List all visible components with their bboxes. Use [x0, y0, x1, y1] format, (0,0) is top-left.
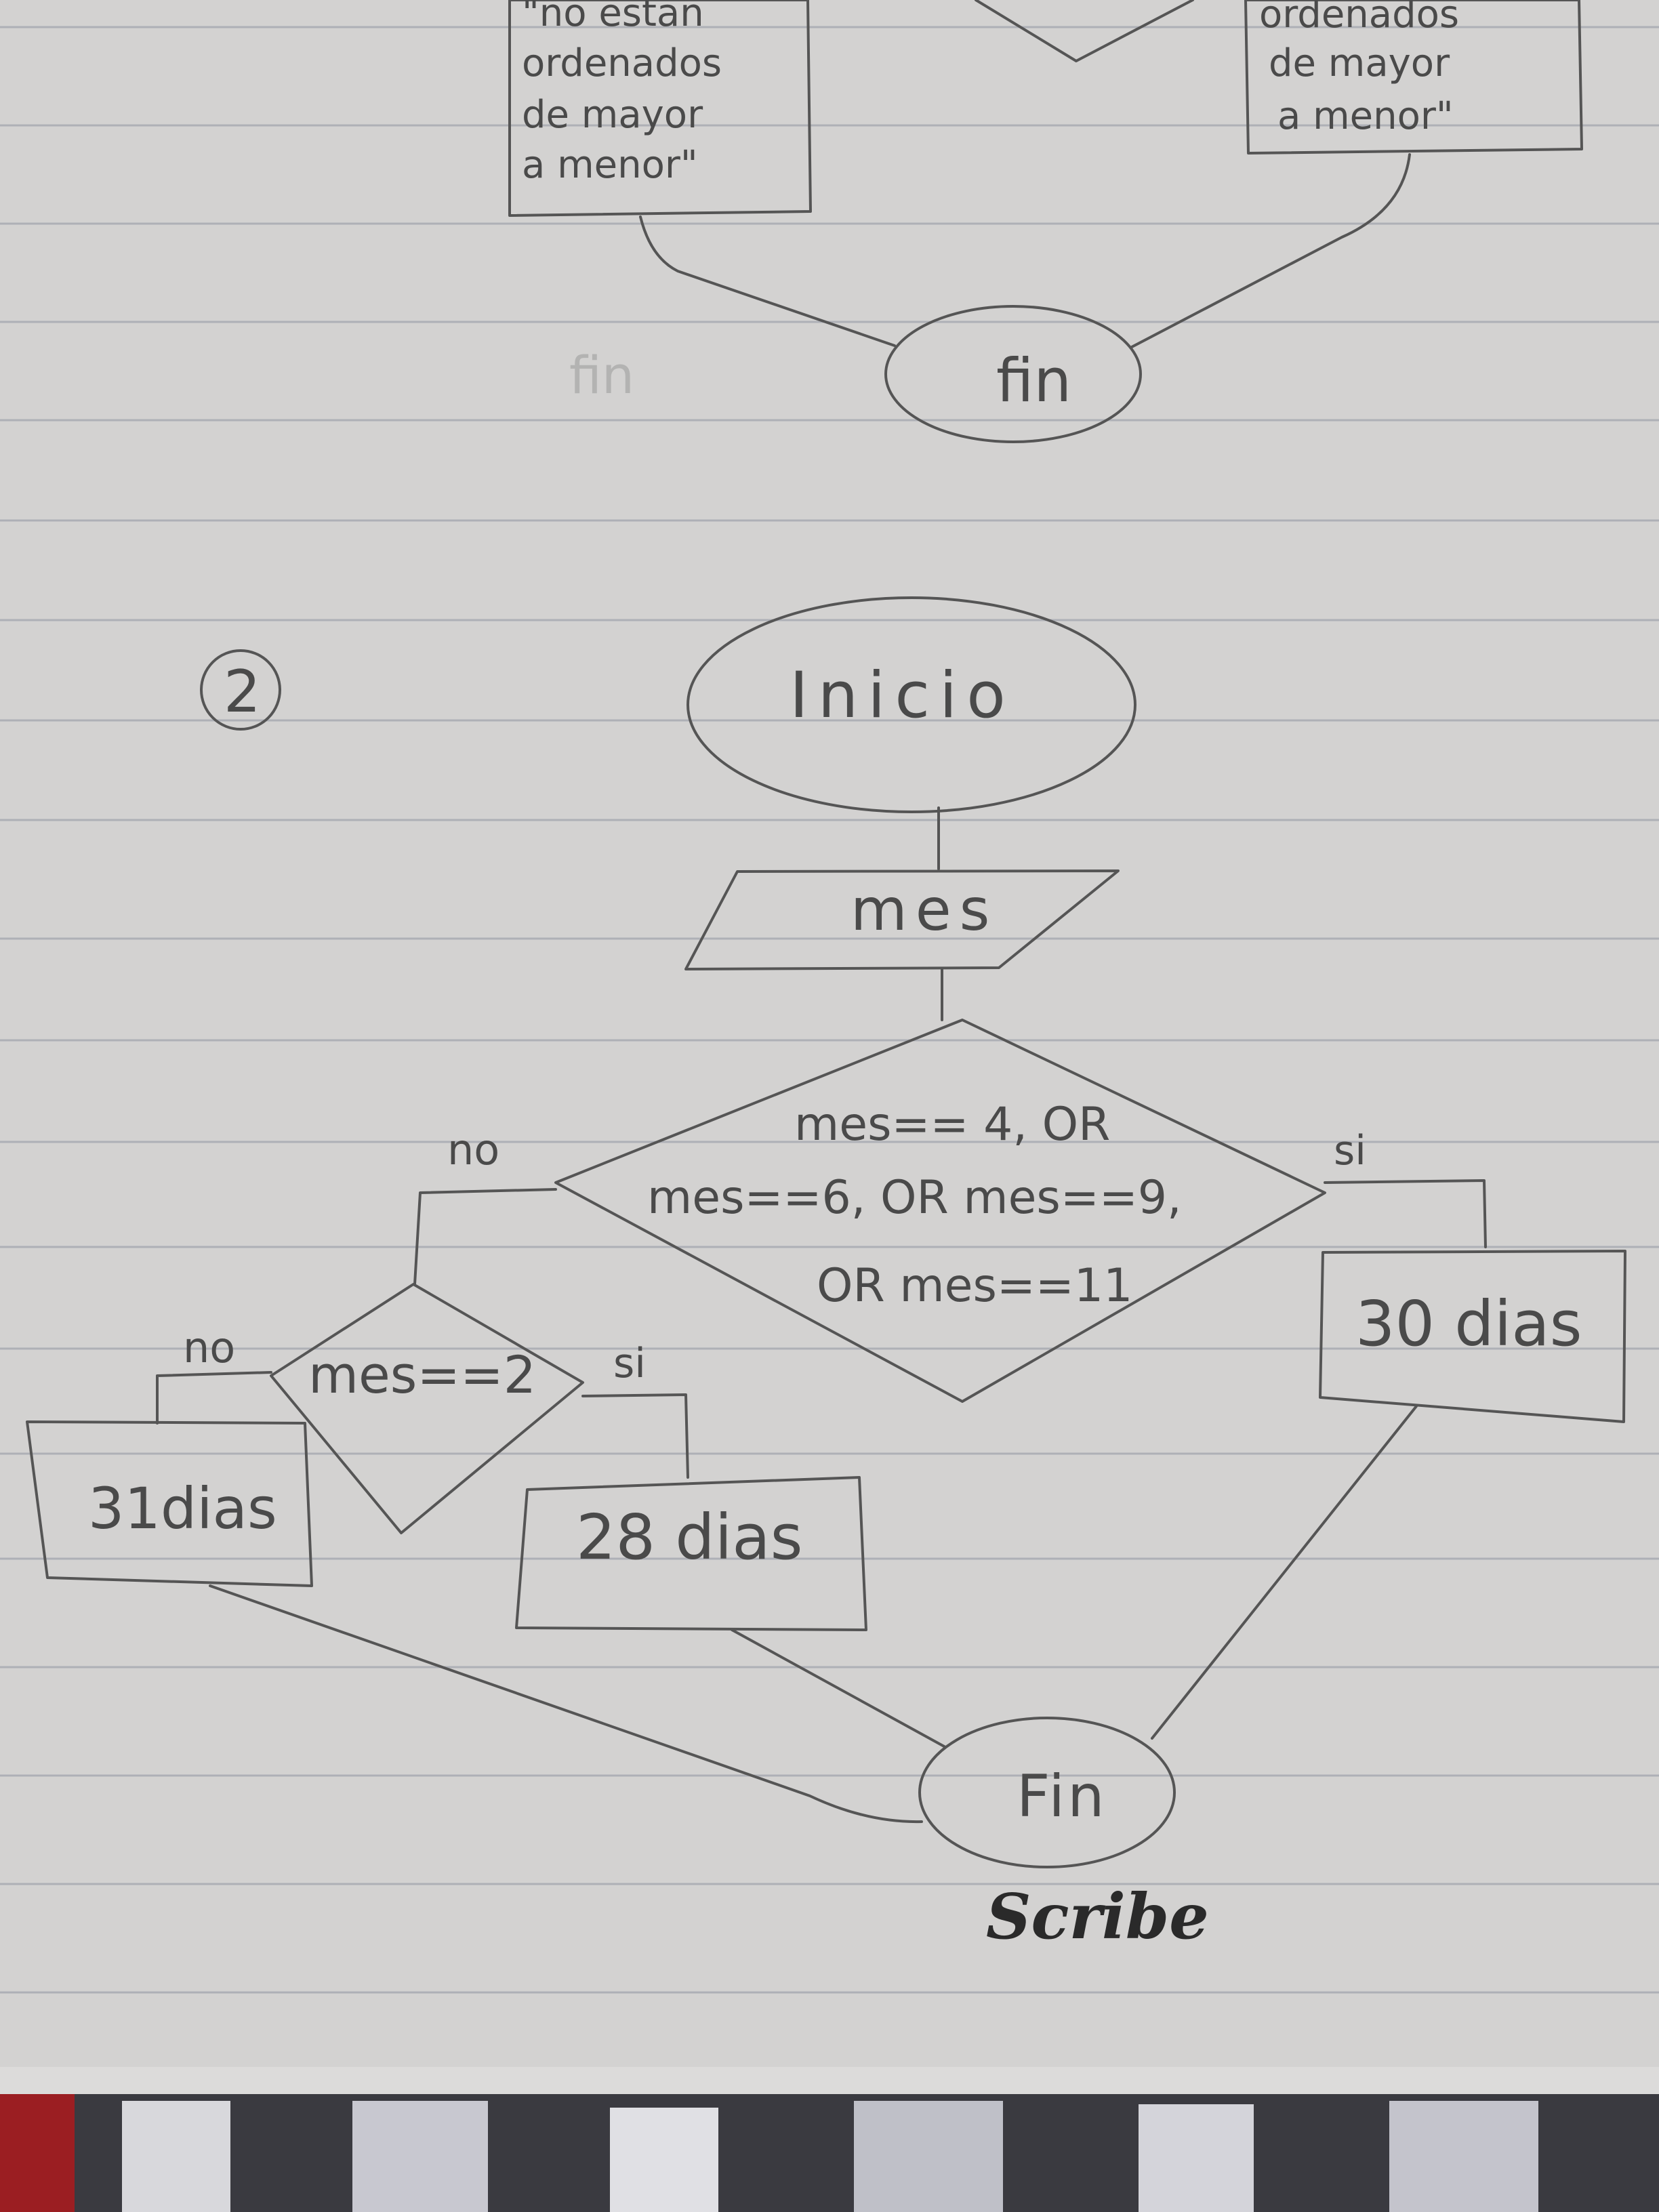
- top-left-connector: [639, 216, 896, 347]
- top-right-box-line-3: a menor": [1277, 94, 1454, 138]
- top-end-label: fin: [996, 346, 1071, 415]
- input-parallelogram: [684, 869, 1120, 970]
- top-end-terminal: [884, 305, 1142, 443]
- top-right-output-box: [1244, 0, 1583, 155]
- condition2-label: mes==2: [308, 1345, 536, 1405]
- result-28-label: 28 dias: [576, 1501, 803, 1574]
- top-left-box-line-2: ordenados: [522, 41, 722, 85]
- result-31-label: 31dias: [88, 1475, 277, 1542]
- result-28-box: [515, 1476, 867, 1631]
- connector-decision1-no: [413, 1188, 557, 1286]
- input-label: mes: [851, 876, 998, 944]
- paper-edge: [0, 2067, 1659, 2094]
- top-left-box-line-3: de mayor: [522, 93, 703, 137]
- decision-diamond-1: [554, 1019, 1326, 1403]
- fabric-background: [0, 2094, 1659, 2212]
- connector-30-fin: [1151, 1405, 1418, 1740]
- start-terminal: [687, 596, 1136, 813]
- condition1-line-2: mes==6, OR mes==9,: [647, 1171, 1182, 1225]
- decision2-no-label: no: [183, 1323, 235, 1372]
- decision1-si-label: si: [1334, 1127, 1366, 1174]
- top-decision-tip: [975, 0, 1194, 62]
- top-right-box-line-1: ordenados: [1259, 0, 1459, 37]
- ruled-lines: [0, 26, 1659, 1994]
- decision2-si-label: si: [613, 1340, 646, 1387]
- connector-28-fin: [731, 1629, 947, 1748]
- problem-number-badge: 2: [200, 649, 281, 731]
- condition1-line-1: mes== 4, OR: [794, 1098, 1110, 1151]
- problem-number: 2: [224, 658, 261, 726]
- connector-decision2-yes: [581, 1393, 689, 1479]
- connector-31-fin: [209, 1584, 923, 1824]
- result-30-box: [1319, 1250, 1626, 1423]
- result-30-label: 30 dias: [1355, 1288, 1582, 1360]
- connector-decision1-yes: [1324, 1179, 1487, 1248]
- scribe-brand-logo: Scribe: [986, 1880, 1209, 1953]
- top-left-box-line-4: a menor": [522, 143, 698, 187]
- top-flowchart: "no estan ordenados de mayor a menor" or…: [508, 0, 1583, 443]
- top-right-box-line-2: de mayor: [1269, 41, 1450, 85]
- start-label: Inicio: [790, 659, 1015, 733]
- end-terminal: [918, 1717, 1176, 1868]
- top-left-box-line-1: "no estan: [522, 0, 704, 35]
- result-31-box: [26, 1420, 313, 1587]
- decision1-no-label: no: [447, 1125, 499, 1174]
- end-label: Fin: [1017, 1763, 1107, 1830]
- condition1-line-3: OR mes==11: [817, 1259, 1132, 1313]
- faint-fin-ghost: fin: [569, 345, 634, 405]
- top-left-output-box: [508, 0, 812, 217]
- main-flowchart: Inicio mes mes== 4, OR mes==6, OR mes==9…: [26, 596, 1626, 1868]
- top-right-connector: [1130, 153, 1411, 348]
- connector-decision2-no: [156, 1371, 272, 1425]
- decision-diamond-2: [270, 1283, 584, 1534]
